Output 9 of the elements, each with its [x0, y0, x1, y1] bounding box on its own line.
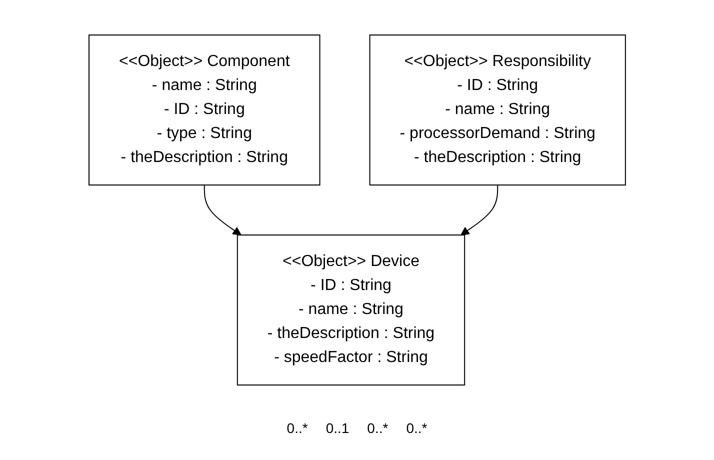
multiplicity-label: 0..* — [406, 420, 428, 436]
node-box: <<Object>> Responsibility - ID : String - name : String - processorDemand : String - theDescription : String — [369, 34, 626, 186]
arrow — [204, 184, 242, 236]
arrow — [460, 184, 498, 236]
node-box: <<Object>> Device - ID : String - name : String - theDescription : String - speedFactor : String — [236, 234, 465, 386]
multiplicity-label: 0..* — [367, 420, 388, 436]
multiplicity-label: 0..1 — [326, 420, 350, 436]
node-box: <<Object>> Component - name : String - ID : String - type : String - theDescription : String — [88, 34, 320, 186]
multiplicity-label: 0..* — [286, 420, 308, 436]
